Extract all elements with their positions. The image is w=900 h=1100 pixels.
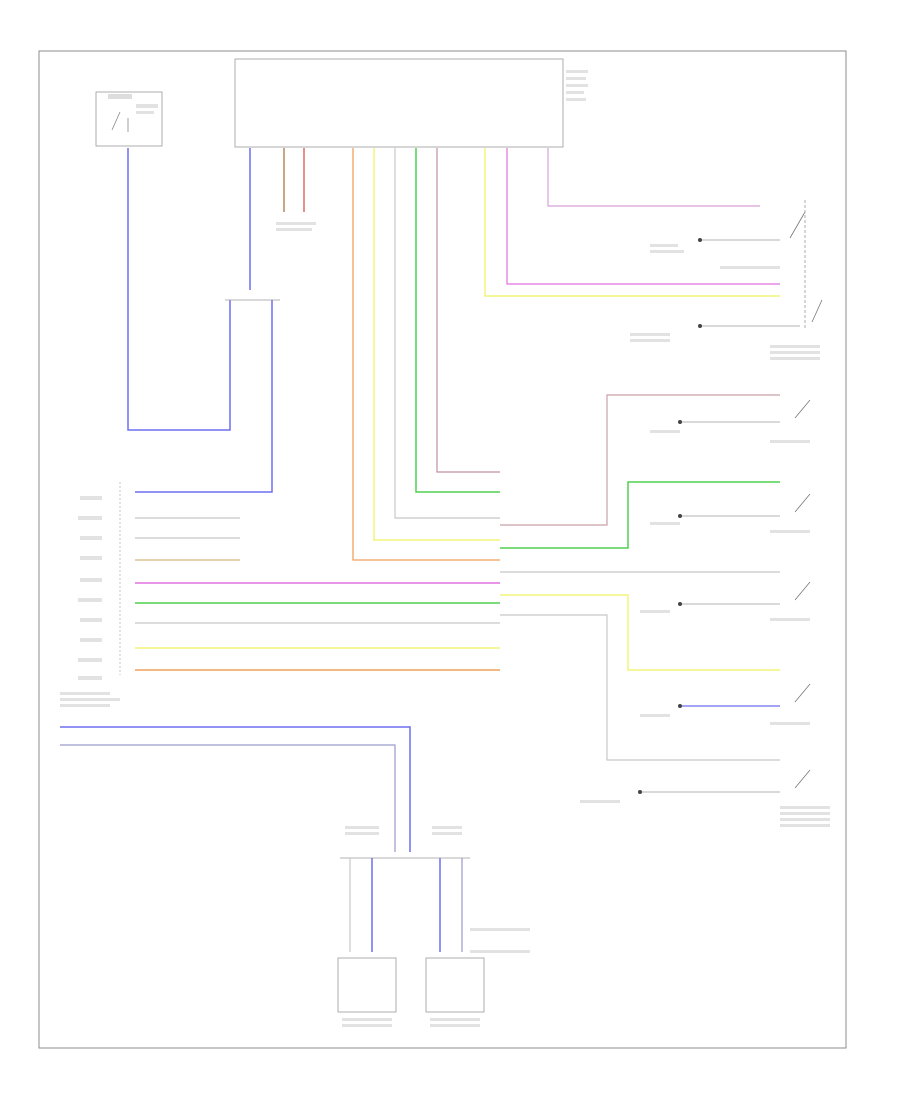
right-switch-2: [650, 399, 811, 443]
pink-wire: [436, 148, 500, 473]
blue-bottom-b: [60, 744, 396, 852]
diagram-border: [38, 50, 847, 1049]
brown-wire-right: [500, 394, 780, 526]
blue-wire-a: [127, 148, 231, 431]
magenta-wire-top: [547, 148, 760, 207]
yellow-wire: [373, 148, 500, 541]
bottom-right-connector: [425, 928, 530, 1027]
right-switch-1: [630, 200, 823, 360]
top-module: [234, 58, 588, 148]
right-switch-6: [580, 769, 830, 827]
bottom-splice: [340, 826, 470, 859]
left-module: [60, 482, 121, 707]
top-left-switch: [95, 91, 163, 147]
green-wire: [415, 148, 500, 493]
blue-bottom-a: [60, 726, 411, 852]
blue-wire-c: [135, 300, 273, 493]
right-switch-4: [640, 581, 811, 621]
gray-wire-right2: [500, 614, 780, 761]
right-switch-5: [640, 683, 811, 725]
yellow-wire-right: [484, 148, 780, 297]
yellow-wire-right2: [500, 594, 780, 671]
magenta-wire-right: [506, 148, 780, 285]
right-switch-3: [650, 493, 811, 533]
bottom-left-connector: [337, 957, 397, 1027]
gray-wire: [394, 148, 500, 519]
green-wire-right: [500, 481, 780, 549]
orange-wire: [352, 148, 500, 561]
